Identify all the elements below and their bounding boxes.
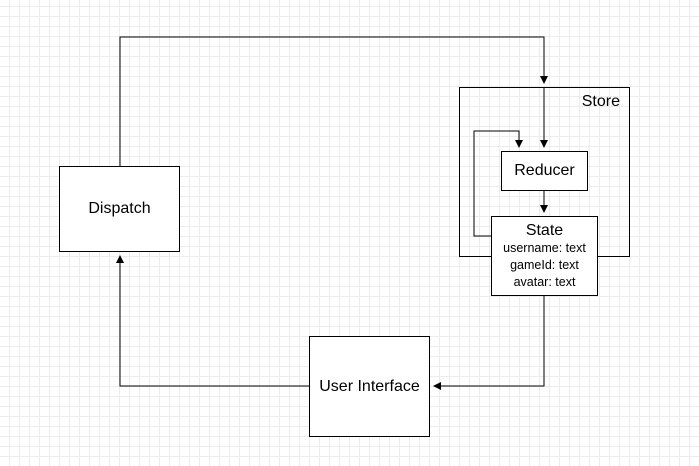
- store-label: Store: [581, 93, 620, 110]
- state-title: State: [525, 222, 564, 239]
- user-interface-node[interactable]: User Interface: [309, 336, 430, 437]
- reducer-node[interactable]: Reducer: [501, 151, 588, 191]
- connector-state-loop-to-reducer: [473, 130, 523, 237]
- dispatch-label: Dispatch: [88, 200, 151, 218]
- connector-user-interface-to-dispatch: [116, 255, 309, 387]
- user-interface-label: User Interface: [319, 377, 420, 395]
- state-field-username: username: text: [503, 241, 586, 255]
- state-node[interactable]: State username: text gameId: text avatar…: [491, 216, 598, 296]
- connector-dispatch-to-store: [119, 36, 548, 166]
- dispatch-node[interactable]: Dispatch: [59, 166, 180, 252]
- state-field-avatar: avatar: text: [513, 275, 576, 289]
- connector-state-to-user-interface: [433, 296, 545, 390]
- state-field-gameid: gameId: text: [510, 258, 579, 272]
- reducer-label: Reducer: [514, 162, 575, 180]
